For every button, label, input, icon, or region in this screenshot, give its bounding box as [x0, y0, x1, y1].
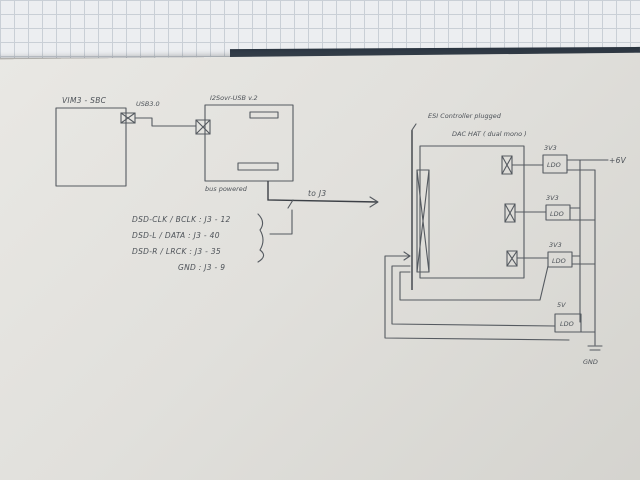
dac-hat-box [419, 145, 525, 279]
pin-row-4: GND : J3 - 9 [178, 263, 225, 272]
gnd-label: GND [583, 358, 598, 366]
bus-powered-label: bus powered [205, 185, 248, 193]
ldo-2-label: LDO [550, 210, 564, 218]
j3-header [416, 169, 430, 273]
i2s-chip-top [249, 111, 279, 119]
ldo-3 [547, 251, 573, 268]
rail-3v3-a: 3V3 [544, 144, 557, 152]
feedback-wire-3 [399, 265, 549, 301]
usb-cable [134, 117, 197, 127]
ldo-1 [542, 154, 568, 174]
esi-label: ESI Controller plugged [428, 112, 502, 120]
usb-label: USB3.0 [136, 100, 160, 108]
feedback-wire-2 [391, 265, 556, 327]
pin-row-2: DSD-L / DATA : J3 - 40 [132, 231, 220, 240]
plus6v-label: +6V [609, 156, 627, 165]
i2s-usb-port [195, 119, 211, 135]
i2s-ribbon [267, 181, 379, 203]
brace [257, 213, 265, 263]
grid-notebook [0, 0, 640, 58]
rail-3v3-c: 3V3 [549, 241, 562, 249]
pin-row-3: DSD-R / LRCK : J3 - 35 [132, 247, 221, 256]
rail-5v: 5V [557, 301, 566, 309]
dac-hat-label: DAC HAT ( dual mono ) [452, 130, 527, 138]
pin-row-1: DSD-CLK / BCLK : J3 - 12 [132, 215, 231, 224]
ldo-3-label: LDO [552, 257, 566, 265]
sbc-label: VIM3 - SBC [62, 96, 107, 105]
rail-3v3-b: 3V3 [546, 194, 559, 202]
sbc-box [55, 107, 127, 187]
i2s-board-label: I2Sovr-USB v.2 [210, 94, 258, 102]
i2s-header [237, 162, 279, 171]
to-j3-label: to J3 [308, 189, 326, 198]
ldo-5v-label: LDO [560, 320, 574, 328]
feedback-wire-1 [384, 255, 570, 341]
ldo-1-label: LDO [547, 161, 561, 169]
dac-connector-2 [504, 203, 516, 223]
ldo-5v [554, 313, 582, 333]
i2s-board-box [204, 104, 294, 182]
